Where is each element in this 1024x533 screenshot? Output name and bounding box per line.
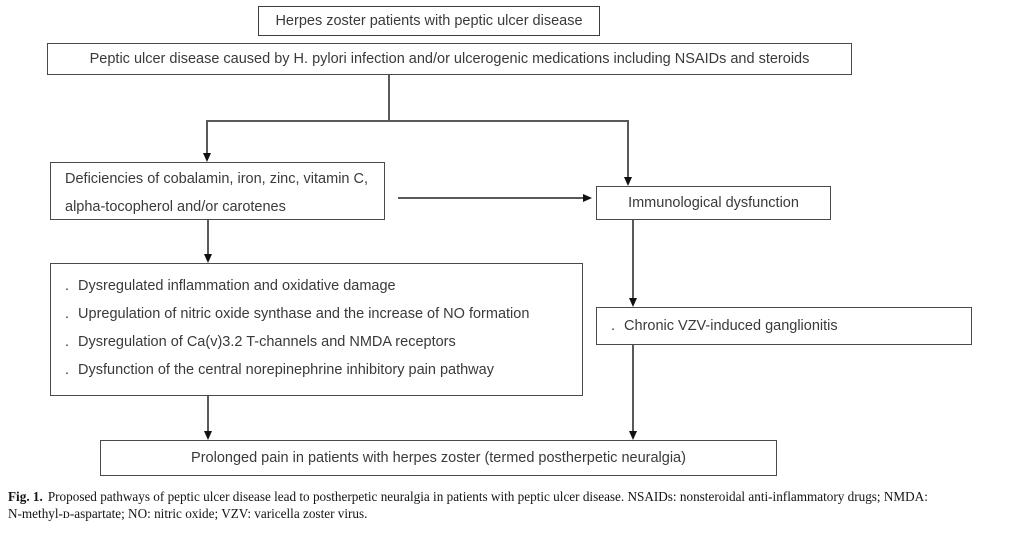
- node-chronic-ganglionitis: . Chronic VZV-induced ganglionitis: [596, 307, 972, 345]
- deficiencies-line-1: Deficiencies of cobalamin, iron, zinc, v…: [65, 171, 369, 187]
- mechanism-item: . Dysregulation of Ca(v)3.2 T-channels a…: [65, 328, 568, 356]
- connector-branch-horizontal: [206, 120, 629, 122]
- connector-mechanisms-to-prolonged: [207, 396, 209, 432]
- connector-to-immunological: [627, 120, 629, 178]
- connector-immunological-to-ganglionitis: [632, 220, 634, 299]
- node-immunological-dysfunction: Immunological dysfunction: [596, 186, 831, 220]
- arrowhead-down-immunological: [623, 177, 632, 186]
- node-mechanisms-list: . Dysregulated inflammation and oxidativ…: [50, 263, 583, 396]
- figure-label: Fig. 1.: [8, 489, 43, 504]
- node-prolonged-pain: Prolonged pain in patients with herpes z…: [100, 440, 777, 476]
- ganglionitis-text: Chronic VZV-induced ganglionitis: [624, 317, 838, 334]
- arrowhead-right-immunological: [583, 193, 592, 202]
- arrowhead-down-prolonged-left: [203, 431, 212, 440]
- connector-ganglionitis-to-prolonged: [632, 345, 634, 432]
- node-deficiencies: Deficiencies of cobalamin, iron, zinc, v…: [50, 162, 385, 220]
- arrowhead-down-mechanisms: [203, 254, 212, 263]
- caption-line-2: N-methyl-ᴅ-aspartate; NO: nitric oxide; …: [8, 505, 368, 521]
- caption-line-1: Fig. 1. Proposed pathways of peptic ulcer…: [8, 489, 1020, 506]
- connector-deficiencies-to-immunological: [398, 197, 583, 199]
- bullet-dot: .: [611, 317, 616, 334]
- connector-deficiencies-to-mechanisms: [207, 220, 209, 255]
- bullet-dot: .: [65, 306, 70, 322]
- arrowhead-down-ganglionitis: [628, 298, 637, 307]
- figure-caption: Fig. 1. Proposed pathways of peptic ulcer…: [8, 489, 1020, 522]
- node-peptic-ulcer-cause: Peptic ulcer disease caused by H. pylori…: [47, 43, 852, 75]
- mechanism-item-text: Dysfunction of the central norepinephrin…: [78, 362, 494, 378]
- arrowhead-down-deficiencies: [202, 153, 211, 162]
- arrowhead-down-prolonged-right: [628, 431, 637, 440]
- bullet-dot: .: [65, 362, 70, 378]
- mechanism-item-text: Dysregulated inflammation and oxidative …: [78, 278, 396, 294]
- connector-stem-from-peptic: [388, 75, 390, 121]
- caption-text-1: Proposed pathways of peptic ulcer diseas…: [47, 489, 928, 504]
- bullet-dot: .: [65, 334, 70, 350]
- node-herpes-zoster-patients: Herpes zoster patients with peptic ulcer…: [258, 6, 600, 36]
- mechanism-item-text: Dysregulation of Ca(v)3.2 T-channels and…: [78, 334, 456, 350]
- mechanism-item: . Dysfunction of the central norepinephr…: [65, 356, 568, 384]
- mechanism-item-text: Upregulation of nitric oxide synthase an…: [78, 306, 530, 322]
- mechanism-item: . Dysregulated inflammation and oxidativ…: [65, 272, 568, 300]
- mechanism-item: . Upregulation of nitric oxide synthase …: [65, 300, 568, 328]
- connector-to-deficiencies: [206, 120, 208, 154]
- bullet-dot: .: [65, 278, 70, 294]
- deficiencies-line-2: alpha-tocopherol and/or carotenes: [65, 199, 286, 215]
